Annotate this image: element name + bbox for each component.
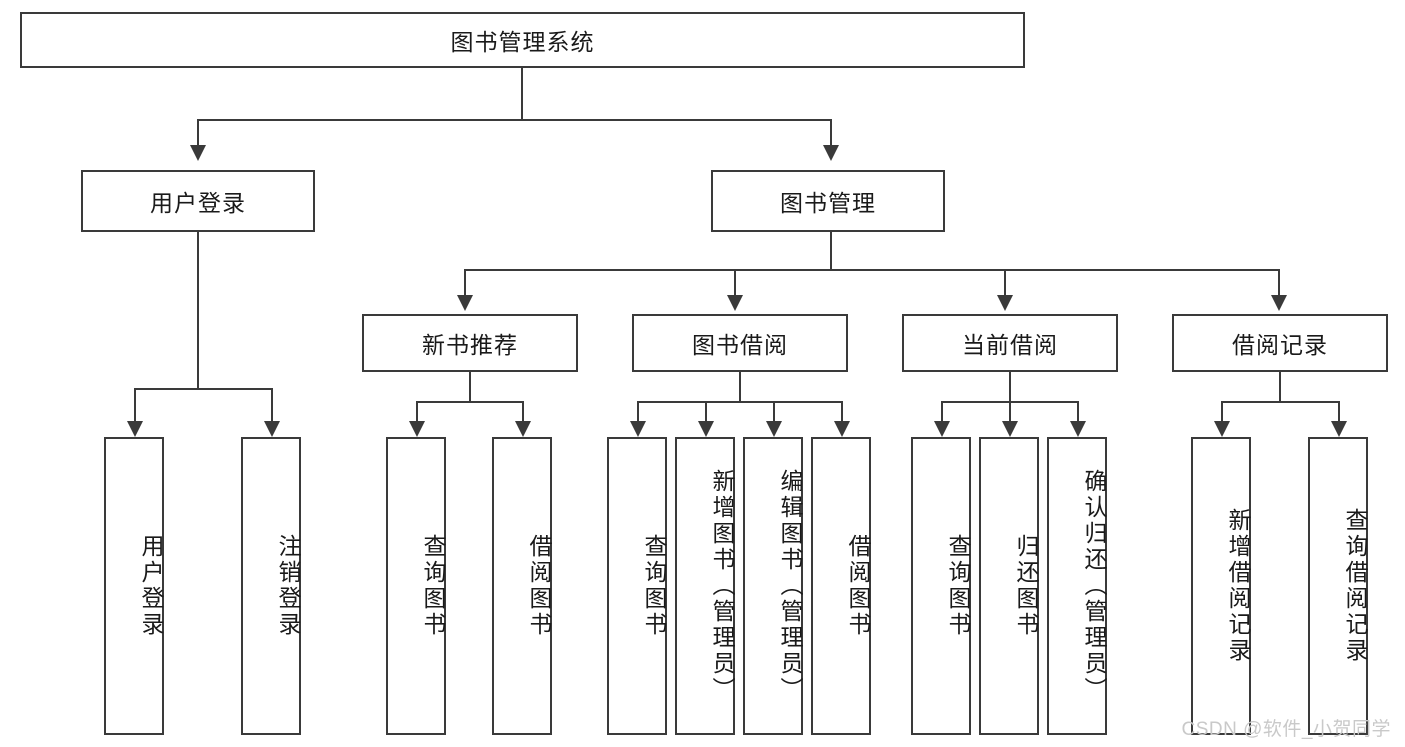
leaf-query-book-newbook[interactable]: 查询图书 [386, 437, 446, 735]
connector-bookborrow-drop-4 [841, 401, 843, 421]
leaf-query-book-current[interactable]: 查询图书 [911, 437, 971, 735]
leaf-edit-book-admin[interactable]: 编辑图书（管理员） [743, 437, 803, 735]
connector-bookborrow-bus [637, 401, 842, 403]
connector-bookborrow-drop-1 [637, 401, 639, 421]
arrow-userlogin-leaf-2 [264, 421, 280, 437]
node-label: 新增图书（管理员） [709, 469, 735, 703]
connector-bookborrow-drop-3 [773, 401, 775, 421]
node-user-login[interactable]: 用户登录 [81, 170, 315, 232]
leaf-add-borrow-record[interactable]: 新增借阅记录 [1191, 437, 1251, 735]
connector-userlogin-drop-1 [134, 388, 136, 421]
node-book-management[interactable]: 图书管理 [711, 170, 945, 232]
leaf-borrow-book[interactable]: 借阅图书 [811, 437, 871, 735]
connector-bookmgmt-drop-3 [1004, 269, 1006, 295]
arrow-currentborrow-leaf-2 [1002, 421, 1018, 437]
connector-newbook-drop-2 [522, 401, 524, 421]
node-label: 确认归还（管理员） [1081, 469, 1107, 703]
arrow-userlogin-leaf-1 [127, 421, 143, 437]
connector-bookmgmt-drop-2 [734, 269, 736, 295]
leaf-query-borrow-record[interactable]: 查询借阅记录 [1308, 437, 1368, 735]
connector-bookmgmt-bus [464, 269, 1280, 271]
node-current-borrow[interactable]: 当前借阅 [902, 314, 1118, 372]
node-label: 查询图书 [420, 534, 446, 638]
node-book-borrow[interactable]: 图书借阅 [632, 314, 848, 372]
arrow-bookmgmt-to-current [997, 295, 1013, 311]
connector-bookborrow-drop-2 [705, 401, 707, 421]
leaf-logout[interactable]: 注销登录 [241, 437, 301, 735]
arrow-bookborrow-leaf-4 [834, 421, 850, 437]
node-label: 借阅图书 [526, 534, 552, 638]
arrow-bookmgmt-to-borrow [727, 295, 743, 311]
node-label: 借阅记录 [1232, 332, 1328, 358]
arrow-newbook-leaf-2 [515, 421, 531, 437]
arrow-currentborrow-leaf-1 [934, 421, 950, 437]
node-label: 查询图书 [945, 534, 971, 638]
arrow-root-to-userlogin [190, 145, 206, 161]
arrow-bookborrow-leaf-3 [766, 421, 782, 437]
arrow-bookborrow-leaf-1 [630, 421, 646, 437]
leaf-add-book-admin[interactable]: 新增图书（管理员） [675, 437, 735, 735]
arrow-borrowrecord-leaf-1 [1214, 421, 1230, 437]
connector-borrowrecord-stem [1279, 372, 1281, 402]
arrow-borrowrecord-leaf-2 [1331, 421, 1347, 437]
connector-currentborrow-stem [1009, 372, 1011, 402]
node-label: 图书管理 [780, 190, 876, 216]
node-root-system[interactable]: 图书管理系统 [20, 12, 1025, 68]
connector-currentborrow-drop-1 [941, 401, 943, 421]
node-label: 编辑图书（管理员） [777, 469, 803, 703]
arrow-currentborrow-leaf-3 [1070, 421, 1086, 437]
node-label: 用户登录 [150, 190, 246, 216]
connector-borrowrecord-bus [1221, 401, 1338, 403]
connector-root-stem [521, 68, 523, 120]
node-label: 归还图书 [1013, 534, 1039, 638]
arrow-root-to-bookmgmt [823, 145, 839, 161]
connector-userlogin-stem [197, 232, 199, 389]
node-label: 新书推荐 [422, 332, 518, 358]
node-new-book-recommend[interactable]: 新书推荐 [362, 314, 578, 372]
node-label: 借阅图书 [845, 534, 871, 638]
connector-borrowrecord-drop-2 [1338, 401, 1340, 421]
arrow-newbook-leaf-1 [409, 421, 425, 437]
node-label: 图书管理系统 [450, 29, 595, 55]
connector-currentborrow-drop-3 [1077, 401, 1079, 421]
connector-bookborrow-stem [739, 372, 741, 402]
leaf-return-book[interactable]: 归还图书 [979, 437, 1039, 735]
connector-borrowrecord-drop-1 [1221, 401, 1223, 421]
node-label: 用户登录 [138, 534, 164, 638]
connector-bookmgmt-stem [830, 232, 832, 270]
node-label: 新增借阅记录 [1225, 508, 1251, 664]
node-label: 当前借阅 [962, 332, 1058, 358]
node-borrow-record[interactable]: 借阅记录 [1172, 314, 1388, 372]
node-label: 注销登录 [275, 534, 301, 638]
connector-currentborrow-drop-2 [1009, 401, 1011, 421]
connector-userlogin-bus [134, 388, 271, 390]
connector-bookmgmt-drop-4 [1278, 269, 1280, 295]
connector-newbook-stem [469, 372, 471, 402]
connector-root-to-userlogin [197, 119, 199, 145]
node-label: 查询借阅记录 [1342, 508, 1368, 664]
node-label: 查询图书 [641, 534, 667, 638]
connector-newbook-drop-1 [416, 401, 418, 421]
connector-userlogin-drop-2 [271, 388, 273, 421]
leaf-user-login[interactable]: 用户登录 [104, 437, 164, 735]
leaf-confirm-return-admin[interactable]: 确认归还（管理员） [1047, 437, 1107, 735]
arrow-bookmgmt-to-newbook [457, 295, 473, 311]
leaf-borrow-book-newbook[interactable]: 借阅图书 [492, 437, 552, 735]
leaf-query-book-borrow[interactable]: 查询图书 [607, 437, 667, 735]
connector-root-to-bookmgmt [830, 119, 832, 145]
arrow-bookborrow-leaf-2 [698, 421, 714, 437]
connector-bookmgmt-drop-1 [464, 269, 466, 295]
connector-root-bus [197, 119, 832, 121]
connector-newbook-bus [416, 401, 522, 403]
node-label: 图书借阅 [692, 332, 788, 358]
arrow-bookmgmt-to-record [1271, 295, 1287, 311]
